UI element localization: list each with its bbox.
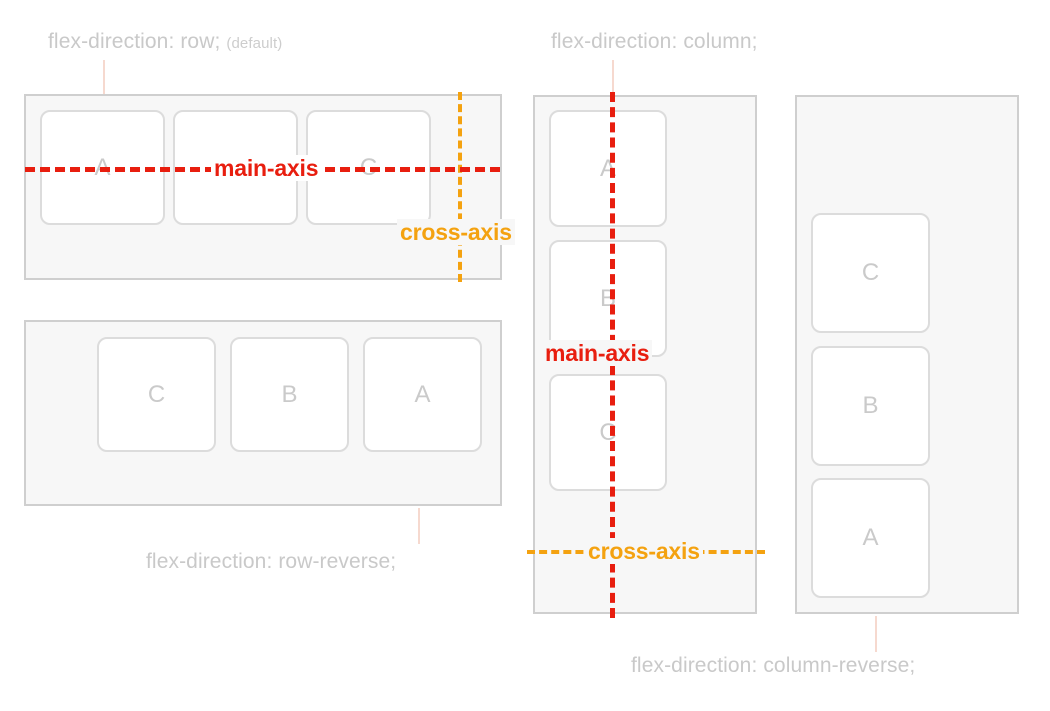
caption-column-reverse-text: flex-direction: column-reverse;	[631, 654, 916, 677]
caption-row-reverse-text: flex-direction: row-reverse;	[146, 550, 397, 573]
caption-row: flex-direction: row; (default)	[48, 30, 282, 54]
main-axis-label-text: main-axis	[542, 340, 653, 366]
flex-item-row-reverse-b: B	[230, 337, 349, 452]
cross-axis-label-column: cross-axis	[585, 538, 703, 565]
caption-row-text: flex-direction: row;	[48, 30, 221, 53]
main-axis-label-row: main-axis	[211, 155, 322, 182]
caption-column-text: flex-direction: column;	[551, 30, 758, 53]
cross-axis-label-text: cross-axis	[585, 538, 703, 564]
flex-item-column-reverse-a: A	[811, 478, 930, 598]
caption-row-reverse: flex-direction: row-reverse;	[146, 550, 396, 574]
main-axis-label-column: main-axis	[542, 340, 653, 367]
caption-row-note: (default)	[226, 35, 283, 52]
leader-line-row	[103, 60, 105, 96]
cross-axis-line-row	[458, 92, 462, 282]
leader-line-row-reverse	[418, 508, 420, 544]
flex-item-label: C	[861, 259, 880, 286]
caption-column: flex-direction: column;	[551, 30, 758, 54]
flex-item-row-reverse-a: A	[363, 337, 482, 452]
flex-item-label: B	[281, 380, 298, 408]
flex-item-label: A	[862, 524, 879, 551]
flex-item-label: C	[147, 380, 166, 408]
flex-item-column-a: A	[549, 110, 667, 227]
flex-item-column-c: C	[549, 374, 667, 491]
flex-item-label: B	[862, 392, 879, 419]
flex-item-column-reverse-b: B	[811, 346, 930, 466]
flex-item-label: A	[414, 380, 431, 408]
flex-item-column-reverse-c: C	[811, 213, 930, 333]
cross-axis-label-text: cross-axis	[397, 219, 515, 245]
cross-axis-label-row: cross-axis	[397, 219, 515, 246]
flex-item-row-reverse-c: C	[97, 337, 216, 452]
main-axis-label-text: main-axis	[211, 155, 322, 181]
leader-line-column	[612, 60, 614, 96]
caption-column-reverse: flex-direction: column-reverse;	[631, 654, 915, 678]
leader-line-column-reverse	[875, 616, 877, 652]
